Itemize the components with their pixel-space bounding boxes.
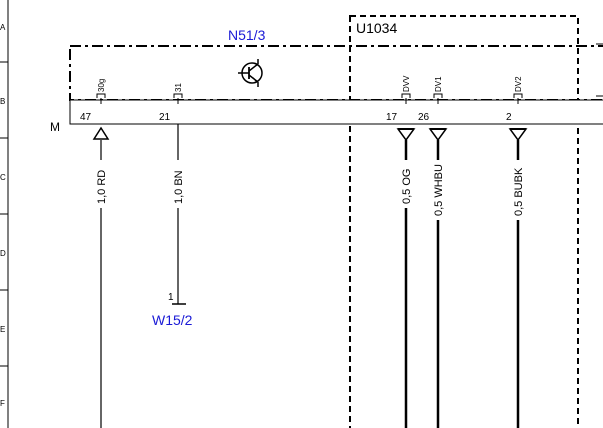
terminal-label-26: DV1 — [434, 76, 443, 92]
component-n51-outline — [69, 45, 603, 101]
ground-reference-w15: 1 W15/2 — [152, 292, 193, 328]
ground-reference-label: W15/2 — [152, 312, 193, 328]
transistor-icon — [238, 59, 263, 87]
pin-number-47: 47 — [80, 112, 92, 123]
margin-letter-d: D — [0, 249, 6, 258]
component-label-n51: N51/3 — [228, 27, 266, 43]
arrow-down-17 — [396, 128, 416, 142]
pin-number-17: 17 — [386, 112, 398, 123]
wire-label-2: 0,5 BUBK — [513, 167, 525, 216]
pin-number-26: 26 — [418, 112, 430, 123]
margin-letter-e: E — [0, 325, 5, 334]
pin-number-21: 21 — [159, 112, 171, 123]
terminal-label-21: 31 — [174, 83, 183, 92]
margin-letter-a: A — [0, 23, 6, 32]
margin-letter-b: B — [0, 97, 5, 106]
terminal-label-17: DVV — [402, 75, 411, 92]
pin-terminal-2 — [513, 93, 523, 98]
pin-number-2: 2 — [506, 112, 512, 123]
wire-label-17: 0,5 OG — [401, 169, 413, 204]
pin-terminal-17 — [401, 93, 411, 98]
wire-label-47: 1,0 RD — [96, 170, 108, 204]
terminal-label-2: DV2 — [514, 76, 523, 92]
terminal-label-47: 30g — [97, 79, 106, 92]
pin-terminal-47 — [96, 93, 106, 98]
arrow-up-47 — [92, 126, 110, 140]
pin-terminal-21 — [173, 93, 183, 98]
wire-label-21: 1,0 BN — [173, 170, 185, 204]
component-u1034-outline — [349, 15, 579, 428]
margin-letter-f: F — [0, 399, 5, 408]
component-label-u1034: U1034 — [356, 20, 397, 36]
arrow-down-2 — [508, 128, 528, 142]
pin-terminal-26 — [433, 93, 443, 98]
connector-housing — [69, 99, 603, 125]
ground-pin-number: 1 — [168, 292, 174, 303]
connector-mark: M — [50, 120, 60, 134]
margin-letter-c: C — [0, 173, 6, 182]
right-margin-ticks — [596, 43, 603, 97]
wire-label-26: 0,5 WHBU — [433, 164, 445, 216]
margin-ruler: A B C D E F — [0, 0, 9, 428]
arrow-down-26 — [428, 128, 448, 142]
